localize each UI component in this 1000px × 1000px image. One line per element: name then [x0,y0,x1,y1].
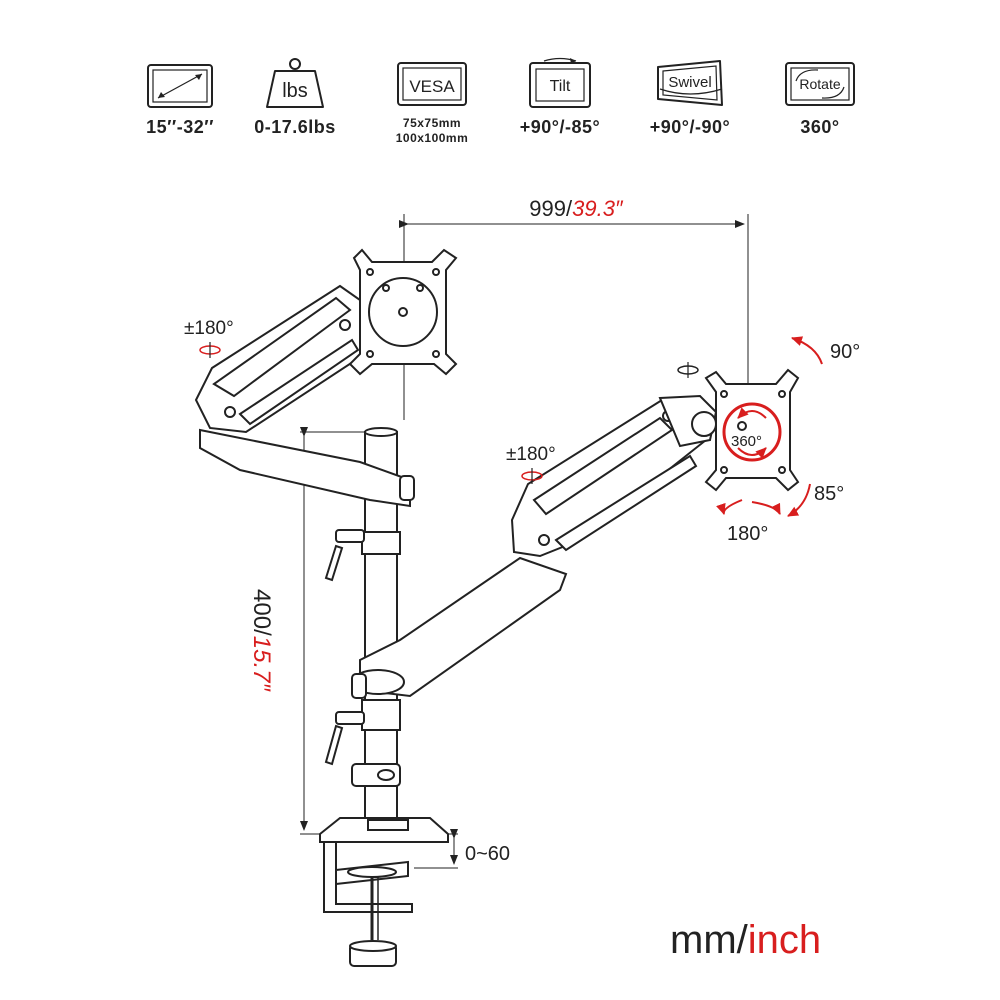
vesa-icon: VESA [397,62,467,106]
spec-swivel: Swivel +90°/-90° [630,55,750,138]
spec-weight-label: 0-17.6lbs [254,117,336,137]
units-inch: inch [747,918,822,962]
height-mm: 400/ [248,589,275,636]
weight-icon-text: lbs [282,80,308,102]
lower-arm [351,556,568,699]
clamp-range-label: 0~60 [465,843,510,865]
left-arm [194,284,415,508]
spec-vesa-label-1: 75x75mm [402,116,462,130]
height-inch: 15.7″ [248,636,275,693]
swivel-range-indicator: 180° [716,499,781,545]
spec-screen-size-label: 15′′-32′′ [146,117,214,137]
spec-vesa-label-2: 100x100mm [395,131,469,145]
spec-weight: lbs 0-17.6lbs [235,55,355,138]
rotate-indicator: 360° [731,407,767,459]
tilt-icon: Tilt [529,57,591,108]
units-label: mm/inch [670,918,821,963]
head-swivel-indicator [677,362,699,378]
right-vesa-plate [704,368,800,492]
width-inch: 39.3″ [572,196,624,221]
right-swivel-label: ±180° [506,444,556,465]
left-swivel-indicator: ±180° [184,318,234,358]
weight-icon: lbs [266,58,324,108]
height-dimension: 400/15.7″ [248,427,372,835]
right-swivel-indicator: ±180° [506,444,556,484]
rotate-icon: Rotate [785,62,855,106]
vesa-icon-text: VESA [409,77,455,96]
tilt-down-indicator: 85° [787,483,844,517]
tilt-icon-text: Tilt [550,78,571,95]
rotate-label: 360° [731,433,762,450]
desk-clamp [319,817,449,967]
swivel-icon-text: Swivel [668,74,711,91]
tilt-up-indicator: 90° [791,336,860,365]
spec-tilt: Tilt +90°/-85° [500,55,620,138]
height-label: 400/15.7″ [248,589,275,692]
spec-tilt-label: +90°/-85° [519,117,601,137]
tilt-up-label: 90° [830,341,860,363]
width-mm: 999/ [529,196,573,221]
spec-screen-size: 15′′-32′′ [120,55,240,138]
units-mm: mm/ [670,918,748,962]
lever-handles [324,529,365,766]
rotate-icon-text: Rotate [799,76,840,92]
screen-size-icon [147,64,213,108]
width-dimension: 999/39.3″ [399,196,749,420]
spec-swivel-label: +90°/-90° [649,117,731,137]
right-arm [510,394,718,558]
spec-rotate-label: 360° [800,117,840,137]
spec-rotate: Rotate 360° [760,55,880,138]
spec-vesa: VESA 75x75mm 100x100mm [372,55,492,145]
width-label: 999/39.3″ [529,196,624,221]
swivel-icon: Swivel [657,60,723,106]
tilt-down-label: 85° [814,483,844,505]
swivel-range-label: 180° [727,523,768,545]
left-vesa-plate [348,248,458,376]
left-swivel-label: ±180° [184,318,234,339]
